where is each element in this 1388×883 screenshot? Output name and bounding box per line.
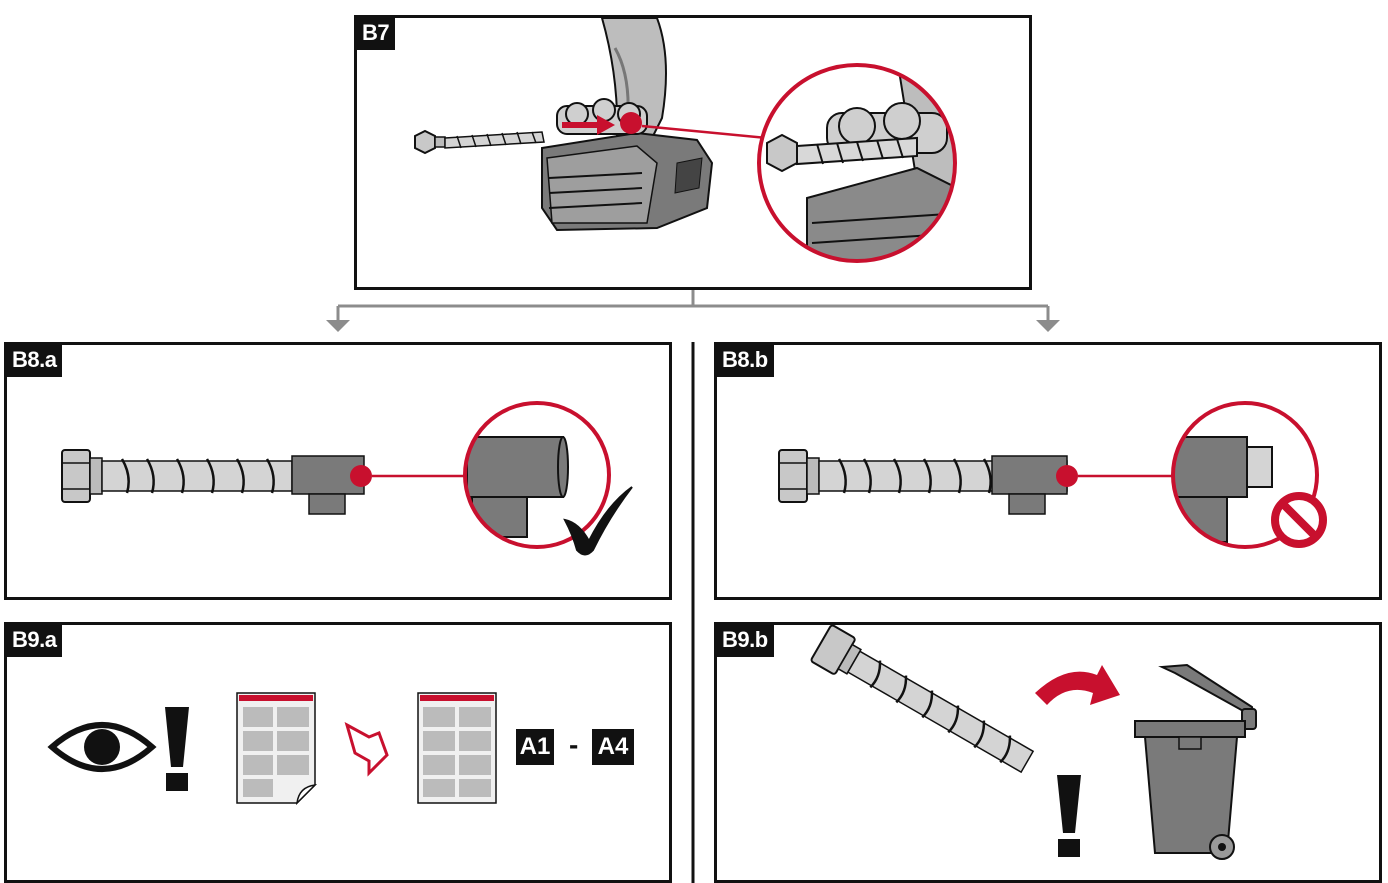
manual-icon [236, 692, 318, 806]
panel-b9a: B9.a A1 - A4 [4, 622, 672, 883]
panel-label: B9.a [7, 625, 63, 657]
panel-b8b: B8.b [714, 342, 1382, 600]
eye-icon [47, 722, 157, 772]
screw-anchor-icon [61, 449, 293, 503]
b9b-illustration [810, 625, 1257, 860]
checkmark-icon [563, 486, 633, 556]
exclamation-icon [165, 707, 189, 791]
prohibited-icon [1271, 492, 1327, 548]
screw-anchor-icon [810, 625, 1035, 774]
panel-b7: B7 [354, 15, 1032, 290]
curved-arrow-icon [1035, 665, 1120, 705]
b9a-illustration [47, 692, 497, 806]
panel-b9b: B9.b [714, 622, 1382, 883]
panel-label: B9.b [717, 625, 774, 657]
panel-label: B8.b [717, 345, 774, 377]
exclamation-icon [1057, 775, 1081, 857]
panel-label: B8.a [7, 345, 63, 377]
zoom-detail [463, 401, 611, 549]
arrow-icon [344, 721, 389, 777]
screw-anchor-icon [414, 129, 545, 155]
range-separator: - [569, 729, 579, 760]
b7-illustration [414, 18, 957, 263]
trash-bin-icon [1134, 663, 1257, 860]
arrow-down-left [326, 320, 350, 332]
panel-label: B7 [357, 18, 396, 50]
manual-icon [417, 692, 497, 804]
zoom-detail [757, 63, 957, 263]
panel-b8a: B8.a [4, 342, 672, 600]
range-start-badge: A1 [516, 729, 554, 765]
b8b-illustration [778, 401, 1327, 549]
arrow-down-right [1036, 320, 1060, 332]
range-end-badge: A4 [592, 729, 634, 765]
b8a-illustration [61, 401, 633, 556]
